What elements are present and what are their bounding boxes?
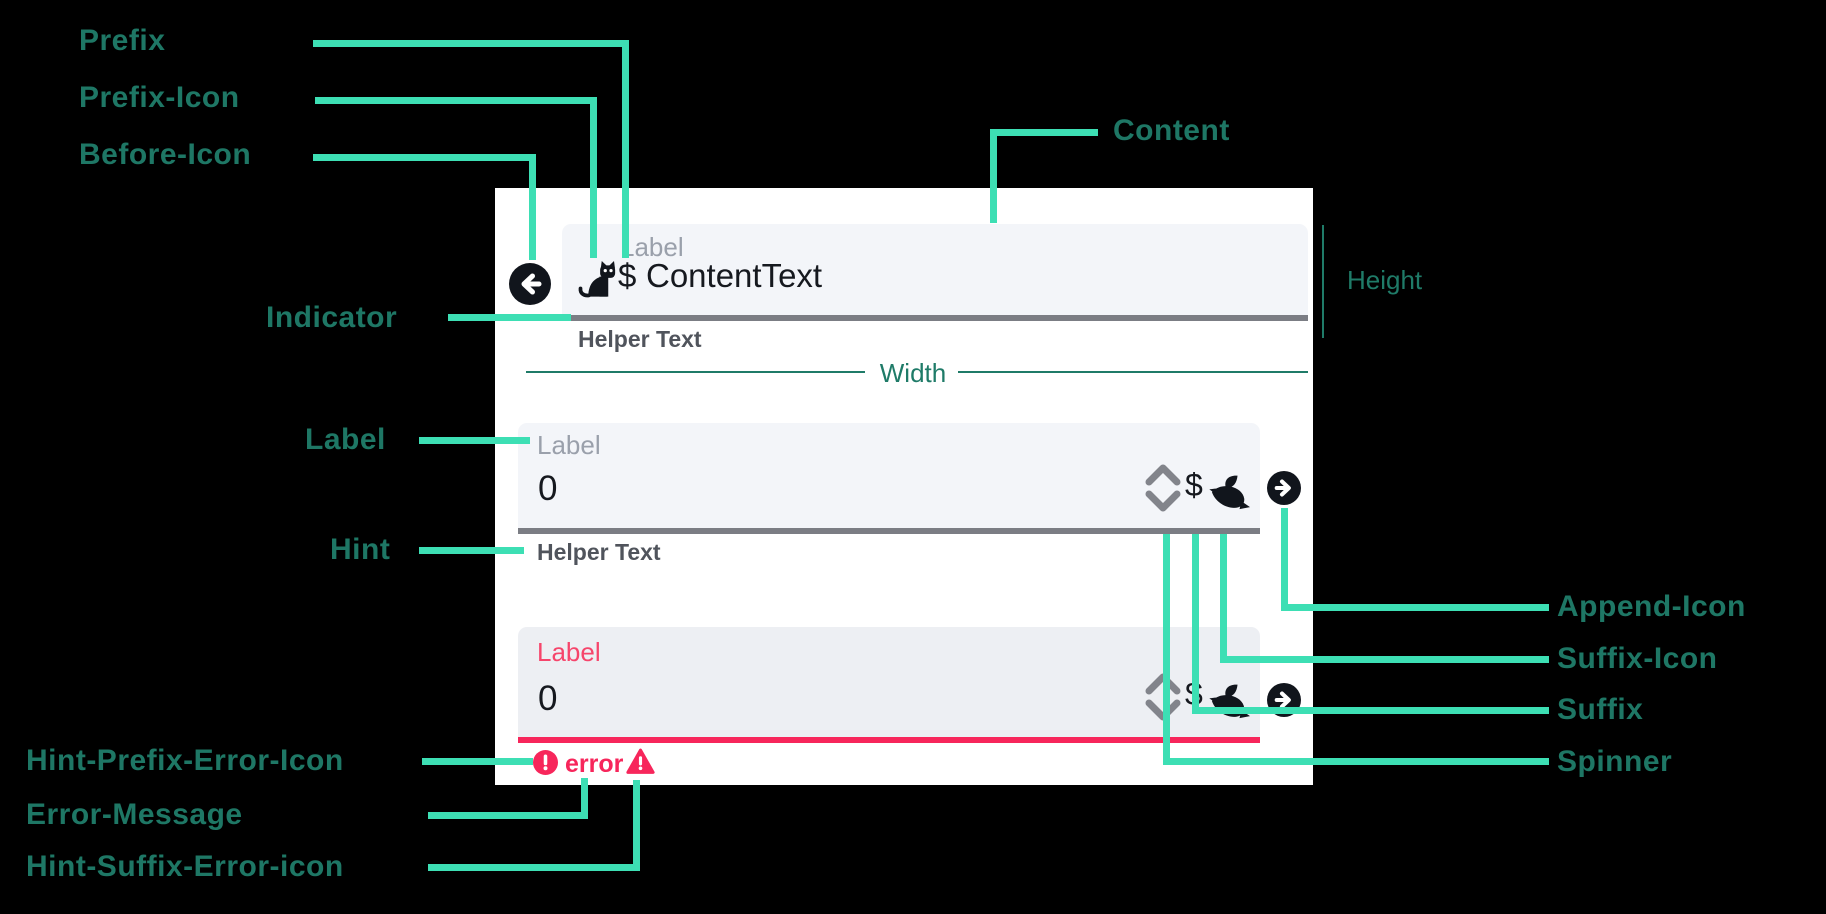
prefix-icon-connector-line (590, 97, 597, 258)
text-field-helper-text: Helper Text (578, 326, 702, 352)
prefix-connector-line (622, 40, 629, 258)
error-message-connector-line (428, 812, 588, 819)
append-icon-button[interactable] (1267, 471, 1301, 505)
height-measure-label: Height (1347, 265, 1423, 295)
width-measure-line-left (526, 371, 865, 373)
content-connector-line (990, 129, 1098, 136)
component-preview-card: Label $ ContentText Helper Text Width La… (495, 188, 1313, 785)
before-icon-connector-line (313, 154, 536, 161)
text-field-input[interactable]: Label $ ContentText (562, 224, 1308, 315)
warning-triangle-icon (626, 748, 655, 775)
callout-before-icon: Before-Icon (79, 138, 252, 171)
indicator-connector-line (448, 314, 571, 321)
width-measure-label: Width (879, 358, 947, 388)
number-field-indicator (518, 528, 1260, 534)
text-field-indicator (562, 315, 1308, 321)
prefix-connector-line (313, 40, 629, 47)
callout-error-message: Error-Message (26, 798, 243, 831)
callout-indicator: Indicator (266, 301, 398, 334)
hint-suffix-error-icon-connector-line (428, 864, 640, 871)
error-field-input[interactable]: Label 0 $ (518, 627, 1260, 737)
before-icon-button[interactable] (509, 263, 551, 305)
number-field-input[interactable]: Label 0 $ (518, 423, 1260, 528)
width-measure-line-right (958, 371, 1308, 373)
label-connector-line (419, 437, 530, 444)
number-field-value: 0 (538, 469, 558, 508)
error-field-label: Label (537, 637, 601, 667)
callout-append-icon: Append-Icon (1557, 590, 1746, 623)
bird-icon (1208, 682, 1250, 724)
callout-prefix-icon: Prefix-Icon (79, 81, 240, 114)
text-field-content: ContentText (646, 257, 823, 294)
number-field-helper-text: Helper Text (537, 539, 661, 565)
bird-icon (1208, 473, 1250, 515)
exclamation-circle-icon (533, 750, 558, 775)
callout-spinner: Spinner (1557, 745, 1673, 778)
height-measure-line (1322, 225, 1324, 338)
hint-suffix-error-icon-connector-line (633, 780, 640, 871)
append-icon-connector-line (1281, 604, 1549, 611)
suffix-connector-line (1192, 534, 1199, 714)
arrow-right-circle-icon (1267, 471, 1301, 505)
callout-hint: Hint (330, 533, 391, 566)
content-connector-line (990, 129, 997, 223)
before-icon-connector-line (529, 154, 536, 260)
callout-hint-prefix-error-icon: Hint-Prefix-Error-Icon (26, 744, 344, 777)
callout-prefix: Prefix (79, 24, 166, 57)
suffix-connector-line (1192, 707, 1549, 714)
callout-content: Content (1113, 114, 1230, 147)
spinner-connector-line (1163, 534, 1170, 765)
prefix-icon-connector-line (315, 97, 597, 104)
number-field-suffix: $ (1185, 467, 1203, 503)
error-message-text: error (565, 750, 624, 778)
hint-prefix-error-icon-connector-line (422, 758, 533, 765)
spinner-chevrons-icon[interactable] (1143, 461, 1183, 515)
error-message-connector-line (581, 778, 588, 819)
hint-connector-line (419, 547, 524, 554)
error-field-value: 0 (538, 679, 558, 718)
callout-label: Label (305, 423, 386, 456)
append-icon-connector-line (1281, 508, 1288, 611)
callout-suffix-icon: Suffix-Icon (1557, 642, 1718, 675)
text-field-prefix: $ (618, 257, 637, 294)
callout-suffix: Suffix (1557, 693, 1644, 726)
spinner-connector-line (1163, 758, 1549, 765)
cat-icon (577, 260, 617, 302)
error-field-indicator (518, 737, 1260, 743)
arrow-left-circle-icon (509, 263, 551, 305)
suffix-icon-connector-line (1220, 534, 1227, 663)
number-field-label: Label (537, 430, 601, 460)
suffix-icon-connector-line (1220, 656, 1549, 663)
text-field-label: Label (620, 232, 684, 262)
callout-hint-suffix-error-icon: Hint-Suffix-Error-icon (26, 850, 344, 883)
